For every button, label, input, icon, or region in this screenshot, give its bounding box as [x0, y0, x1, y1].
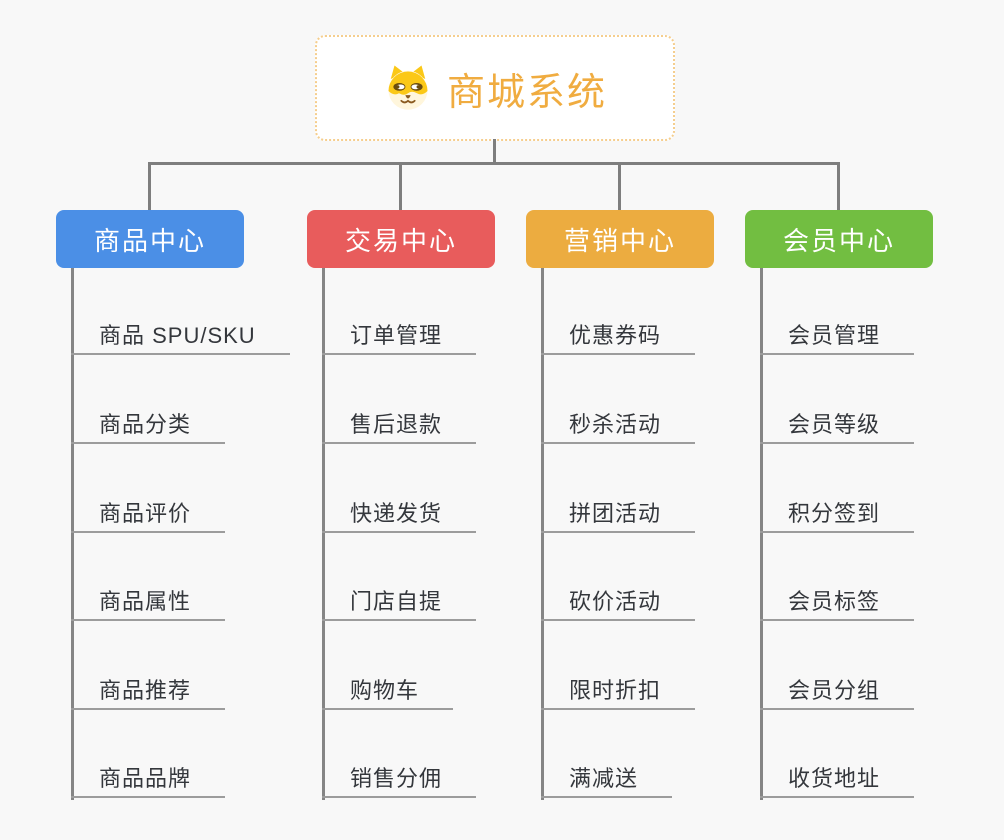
- root-title: 商城系统: [446, 71, 607, 114]
- leaf-topic[interactable]: 积分签到: [760, 497, 915, 533]
- leaf-topic[interactable]: 订单管理: [322, 319, 477, 355]
- connector-drop-trade: [399, 162, 402, 213]
- branch-node-marketing[interactable]: 营销中心: [526, 210, 714, 268]
- connector-drop-marketing: [618, 162, 621, 213]
- leaf-topic[interactable]: 购物车: [322, 674, 454, 710]
- root-node-mall-system[interactable]: 商城系统: [315, 35, 675, 141]
- branch-column-members: 会员中心 会员管理 会员等级 积分签到 会员标签 会员分组 收货地址: [745, 0, 1004, 840]
- leaf-topic[interactable]: 满减送: [541, 762, 673, 798]
- connector-root-stub: [493, 139, 496, 165]
- branch-node-members[interactable]: 会员中心: [745, 210, 933, 268]
- connector-drop-members: [837, 162, 840, 213]
- branch-column-marketing: 营销中心 优惠券码 秒杀活动 拼团活动 砍价活动 限时折扣 满减送: [526, 0, 806, 840]
- leaf-topic[interactable]: 会员标签: [760, 585, 915, 621]
- leaf-topic[interactable]: 商品推荐: [71, 674, 226, 710]
- branch-column-products: 商品中心 商品 SPU/SKU 商品分类 商品评价 商品属性 商品推荐 商品品牌: [56, 0, 336, 840]
- branch-column-trade: 交易中心 订单管理 售后退款 快递发货 门店自提 购物车 销售分佣: [307, 0, 587, 840]
- branch-node-trade[interactable]: 交易中心: [307, 210, 495, 268]
- leaf-topic[interactable]: 快递发货: [322, 497, 477, 533]
- branch-trunk-line: [541, 268, 544, 800]
- leaf-topic[interactable]: 拼团活动: [541, 497, 696, 533]
- dog-mascot-icon: [388, 65, 428, 110]
- leaf-topic[interactable]: 销售分佣: [322, 762, 477, 798]
- leaf-topic[interactable]: 商品评价: [71, 497, 226, 533]
- leaf-topic[interactable]: 商品属性: [71, 585, 226, 621]
- leaf-topic[interactable]: 商品品牌: [71, 762, 226, 798]
- leaf-topic[interactable]: 会员管理: [760, 319, 915, 355]
- leaf-topic[interactable]: 售后退款: [322, 408, 477, 444]
- leaf-topic[interactable]: 砍价活动: [541, 585, 696, 621]
- leaf-topic[interactable]: 限时折扣: [541, 674, 696, 710]
- leaf-topic[interactable]: 秒杀活动: [541, 408, 696, 444]
- leaf-topic[interactable]: 门店自提: [322, 585, 477, 621]
- leaf-topic[interactable]: 会员等级: [760, 408, 915, 444]
- leaf-topic[interactable]: 收货地址: [760, 762, 915, 798]
- branch-trunk-line: [71, 268, 74, 800]
- branch-node-products[interactable]: 商品中心: [56, 210, 244, 268]
- connector-horizontal-rail: [148, 162, 840, 165]
- leaf-topic[interactable]: 商品分类: [71, 408, 226, 444]
- connector-drop-products: [148, 162, 151, 213]
- branch-trunk-line: [760, 268, 763, 800]
- leaf-topic[interactable]: 商品 SPU/SKU: [71, 319, 290, 355]
- leaf-topic[interactable]: 会员分组: [760, 674, 915, 710]
- branch-trunk-line: [322, 268, 325, 800]
- leaf-topic[interactable]: 优惠券码: [541, 319, 696, 355]
